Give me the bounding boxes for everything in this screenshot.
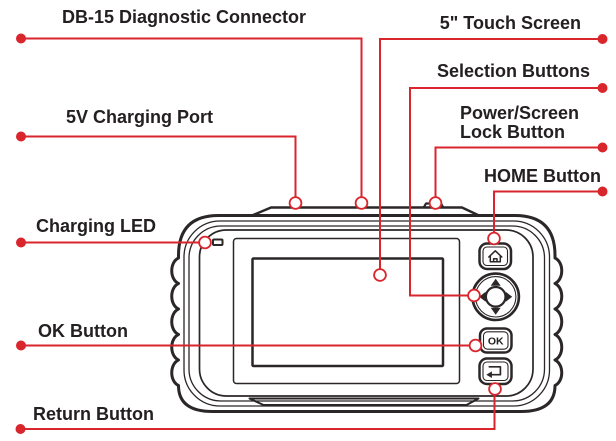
callout-dot-charging-led bbox=[16, 237, 26, 248]
home-button bbox=[478, 242, 513, 271]
callout-dot-home bbox=[597, 186, 608, 197]
callout-targets bbox=[198, 196, 502, 396]
callout-line-home bbox=[493, 190, 603, 233]
callout-line-selection bbox=[409, 87, 603, 297]
callout-line-db15 bbox=[21, 37, 363, 198]
callout-dot-ok bbox=[16, 340, 26, 351]
dpad-left-icon bbox=[479, 291, 486, 302]
label-5v-charging-port: 5V Charging Port bbox=[66, 107, 214, 127]
dpad-center bbox=[484, 285, 507, 308]
label-charging-led: Charging LED bbox=[36, 216, 156, 236]
callout-target-selection bbox=[467, 288, 481, 303]
return-icon-arrowhead bbox=[486, 371, 492, 378]
label-home-button: HOME Button bbox=[484, 166, 601, 186]
callout-line-power-lock bbox=[434, 146, 603, 198]
label-db15-diagnostic-connector: DB-15 Diagnostic Connector bbox=[62, 7, 307, 27]
selection-dpad bbox=[471, 272, 521, 322]
callout-target-charging-led bbox=[198, 235, 212, 250]
dpad-down-icon bbox=[490, 307, 501, 315]
return-button bbox=[478, 357, 513, 386]
callout-dot-touch-screen bbox=[597, 34, 608, 44]
callout-dots bbox=[15, 33, 608, 434]
callout-line-charging-port bbox=[21, 135, 297, 198]
callout-target-home bbox=[487, 231, 501, 246]
callout-target-charging-port bbox=[288, 196, 303, 210]
callouts bbox=[15, 33, 608, 434]
screen-frame bbox=[232, 237, 461, 385]
label-touch-screen: 5" Touch Screen bbox=[439, 13, 581, 33]
label-return-button: Return Button bbox=[33, 404, 154, 424]
callout-target-db15 bbox=[354, 196, 369, 210]
callout-dot-charging-port bbox=[16, 131, 26, 142]
bezel-line-middle bbox=[188, 225, 546, 402]
callout-target-touch-screen bbox=[373, 268, 387, 282]
label-ok-button: OK Button bbox=[38, 321, 128, 341]
callout-dot-selection bbox=[597, 83, 608, 93]
scanner-device: OK bbox=[170, 202, 564, 413]
bezel-line-outer bbox=[183, 220, 551, 407]
callout-dot-return bbox=[15, 424, 26, 434]
bottom-ridge bbox=[248, 397, 480, 406]
return-icon bbox=[488, 365, 502, 376]
dpad-up-icon bbox=[490, 278, 501, 286]
callout-target-ok bbox=[468, 338, 483, 353]
ok-button-text: OK bbox=[488, 336, 504, 348]
label-power-screen-lock-line1: Power/Screen bbox=[460, 103, 580, 123]
label-selection-buttons: Selection Buttons bbox=[436, 61, 590, 81]
callout-target-power-lock bbox=[428, 196, 443, 210]
label-power-screen-lock-button: Power/Screen Lock Button bbox=[460, 104, 579, 142]
ok-button: OK bbox=[478, 327, 513, 354]
inner-bezel bbox=[198, 229, 534, 397]
label-power-screen-lock-line2: Lock Button bbox=[460, 122, 565, 142]
callout-line-return bbox=[20, 395, 496, 430]
touch-screen bbox=[251, 257, 445, 368]
callout-line-touch-screen bbox=[379, 38, 603, 269]
home-icon bbox=[488, 250, 503, 263]
dpad-right-icon bbox=[505, 291, 513, 302]
callout-target-return bbox=[488, 382, 502, 396]
callout-dot-db15 bbox=[16, 33, 26, 44]
charging-led bbox=[212, 238, 224, 246]
callout-dot-power-lock bbox=[597, 142, 608, 153]
